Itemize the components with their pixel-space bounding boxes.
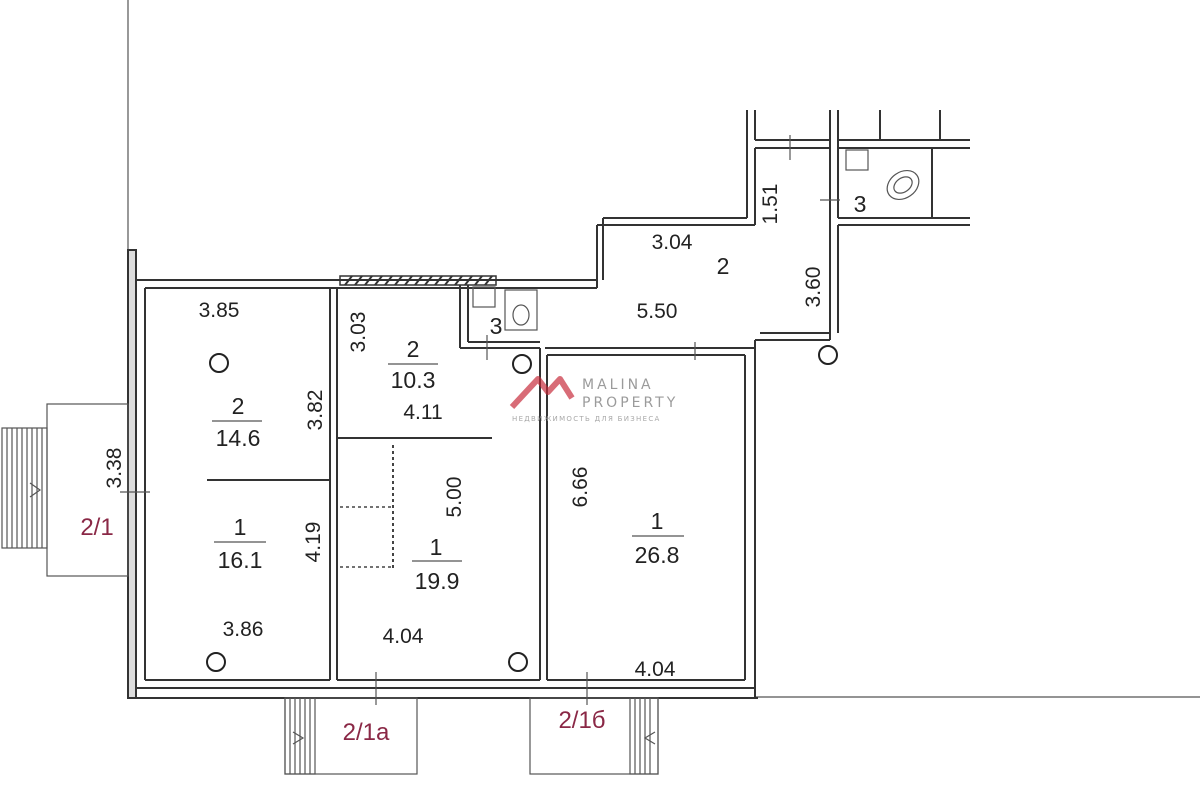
room-area: 19.9 [415, 568, 460, 594]
porch-bottom-right [529, 672, 659, 775]
entrance-bottom-left-label: 2/1а [343, 719, 390, 746]
room-number: 1 [234, 514, 247, 540]
room-number: 1 [651, 508, 664, 534]
dim-depth: 3.82 [304, 390, 327, 431]
dim-width: 3.86 [223, 618, 264, 641]
room-number: 1 [430, 534, 443, 560]
dim-depth-b: 1.51 [759, 184, 782, 225]
brand-logo-icon [509, 376, 575, 410]
room-mid-lower: 1 19.9 4.04 5.00 [383, 477, 466, 648]
dim-length: 5.50 [637, 300, 678, 323]
room-number: 3 [490, 313, 503, 339]
outer-walls [127, 249, 758, 699]
hatched-wall [339, 275, 497, 286]
dim-depth: 6.66 [569, 467, 592, 508]
dim-width: 4.04 [635, 658, 676, 681]
room-left-lower: 1 16.1 3.86 4.19 [214, 514, 325, 641]
brand-tagline: НЕДВИЖИМОСТЬ ДЛЯ БИЗНЕСА [512, 415, 661, 423]
entrance-bottom-right-label: 2/1б [558, 707, 605, 734]
room-number: 2 [717, 253, 730, 279]
entrance-left-label: 2/1 [80, 514, 113, 541]
dim-depth: 3.03 [347, 312, 370, 353]
porch-left [1, 403, 150, 577]
room-area: 26.8 [635, 542, 680, 568]
porch-bottom-left [284, 672, 418, 775]
dim-width: 4.11 [403, 401, 442, 424]
room-mid-upper: 2 10.3 4.11 3.03 [347, 312, 443, 424]
room-number: 3 [854, 191, 867, 217]
brand-watermark: MALINA PROPERTY НЕДВИЖИМОСТЬ ДЛЯ БИЗНЕСА [509, 376, 678, 423]
brand-name-line2: PROPERTY [582, 395, 678, 411]
dim-depth: 3.60 [802, 267, 825, 308]
dim-width: 3.04 [652, 231, 693, 254]
dim-width: 3.85 [199, 299, 240, 322]
dim-depth: 4.19 [302, 522, 325, 563]
room-area: 16.1 [218, 547, 263, 573]
room-wc-mid: 3 [490, 313, 503, 339]
room-number: 2 [407, 336, 420, 362]
room-right-hall: 1 26.8 4.04 6.66 [569, 467, 684, 681]
porch-left-depth: 3.38 [103, 448, 126, 489]
wc-block-mid [459, 285, 540, 360]
room-wc-right: 3 [854, 191, 867, 217]
column-markers [206, 345, 838, 672]
corridor-walls [545, 110, 970, 360]
room-corridor: 2 3.04 5.50 3.60 1.51 [637, 184, 825, 323]
dim-width: 4.04 [383, 625, 424, 648]
room-area: 10.3 [391, 367, 436, 393]
room-left-upper: 2 14.6 3.85 3.82 [199, 299, 327, 451]
dim-depth: 5.00 [443, 477, 466, 518]
wardrobe [340, 445, 394, 570]
room-number: 2 [232, 393, 245, 419]
brand-name-line1: MALINA [582, 377, 654, 393]
room-area: 14.6 [216, 425, 261, 451]
